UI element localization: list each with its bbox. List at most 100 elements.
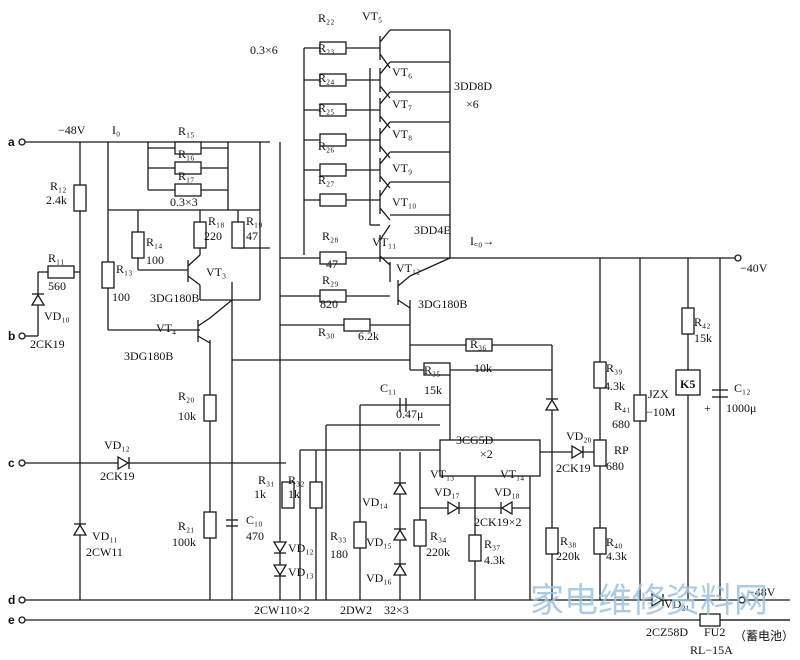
- label-capacitors-c11: C₁₁: [380, 381, 396, 395]
- terminal-a: a: [8, 135, 15, 149]
- diode-vd12: [272, 541, 288, 554]
- terminal-c: c: [8, 456, 15, 470]
- resistor-r16: [174, 161, 202, 175]
- label-resistors-r15: R₁₅: [178, 124, 194, 138]
- schematic-line: [379, 145, 391, 159]
- resistor-r24: [319, 103, 347, 117]
- resistor-r30: [343, 318, 371, 332]
- resistor-r22: [319, 41, 347, 55]
- label-transistors-vt4t: 3DG180B: [124, 349, 173, 363]
- input-current-label: I₀: [112, 123, 120, 137]
- label-resistors-r29v: 820: [320, 297, 338, 311]
- label-resistors-r31: R₃₁: [258, 473, 274, 487]
- watermark: 家电维修资料网: [530, 581, 768, 621]
- label-resistors-rp: RP: [614, 443, 629, 457]
- label-resistors-r42v: 15k: [694, 331, 712, 345]
- label-resistors-r11: R₁₁: [48, 251, 64, 265]
- label-resistors-r36v: 10k: [474, 361, 492, 375]
- wiring: [18, 29, 790, 624]
- resistor-r42: [681, 307, 695, 335]
- resistor-r28: [319, 251, 347, 265]
- schematic-circle: [18, 332, 26, 340]
- label-resistors-r30: R₃₀: [318, 325, 334, 339]
- label-capacitors-c11v: 0.47μ: [396, 407, 423, 421]
- label-resistors-r35v: 15k: [424, 383, 442, 397]
- schematic-line: [409, 257, 451, 277]
- resistor-r39: [593, 361, 607, 389]
- label-resistors-r21v: 100k: [172, 535, 196, 549]
- label-resistors-r33: R₃₃: [330, 529, 346, 543]
- resistor-r-rp: [593, 439, 607, 467]
- output-voltage-label: −40V: [740, 261, 768, 275]
- schematic-line: [397, 299, 411, 309]
- label-resistors-r18: R₁₈: [208, 214, 224, 228]
- label-diodes-vd1416t: 2DW2 32×3: [340, 603, 409, 617]
- schematic-circle: [738, 596, 746, 604]
- label-diodes-vd11: VD₁₁: [92, 529, 118, 543]
- label-transistors-vt12t: 3DG180B: [418, 297, 467, 311]
- label-diodes-vd18: VD₁₈: [494, 485, 520, 499]
- label-others-k5: K5: [680, 377, 695, 391]
- label-diodes-vd11t: 2CW11: [86, 545, 123, 559]
- label-diodes-vd17: VD₁₇: [434, 485, 460, 499]
- capacitors: [226, 389, 728, 527]
- label-diodes-vd12: VD₁₂: [288, 541, 314, 555]
- label-resistors-r11v: 560: [48, 279, 66, 293]
- schematic-line: [197, 335, 211, 344]
- diode-vd16: [392, 563, 408, 576]
- label-resistors-r19: R₁₉: [246, 214, 262, 228]
- label-transistors-vt4: VT₄: [156, 321, 176, 335]
- label-diodes-vd21t: 2CZ58D: [646, 625, 688, 639]
- schematic-circle: [734, 254, 742, 262]
- diode-vd21: [651, 592, 664, 608]
- label-resistors-r26: R₂₆: [318, 139, 334, 153]
- resistor-r12: [73, 184, 87, 212]
- resistor-r20: [203, 394, 217, 422]
- relay-fuse: [675, 369, 790, 627]
- label-resistors-r12: R₁₂: [50, 179, 66, 193]
- schematic-circle: [18, 616, 26, 624]
- label-diodes-vd20t: 2CK19: [556, 461, 591, 475]
- resistor-r18: [193, 221, 207, 249]
- label-resistors-r38: R₃₈: [560, 534, 576, 548]
- battery-note-label: （蓄电池）: [734, 629, 794, 643]
- schematic-line: [379, 207, 391, 221]
- resistor-r26: [319, 163, 347, 177]
- label-resistors-r36: R₃₆: [470, 337, 486, 351]
- label-others-jzxv: −10M: [646, 405, 676, 419]
- label-resistors-r42: R₄₂: [694, 315, 710, 329]
- transistors: [187, 29, 541, 477]
- schematic-line: [187, 275, 201, 286]
- label-resistors-r20: R₂₀: [178, 389, 194, 403]
- schematic-line: [197, 317, 211, 327]
- label-resistors-r30v: 6.2k: [358, 329, 379, 343]
- label-transistors-vt13: VT₁₃: [430, 467, 454, 481]
- resistor-r40: [593, 527, 607, 555]
- schematic-line: [209, 299, 233, 319]
- label-resistors-r19v: 47: [246, 229, 258, 243]
- diode-vd11: [72, 523, 88, 536]
- label-transistors-vt1314t: 3CG5D: [456, 433, 494, 447]
- label-transistors-vt7: VT₇: [392, 97, 412, 111]
- label-resistors-r32: R₃₂: [288, 473, 304, 487]
- label-resistors-r38v: 220k: [556, 549, 580, 563]
- resistor-r11: [47, 265, 75, 279]
- resistor-r29: [319, 289, 347, 303]
- label-transistors-vt3t: 3DG180B: [150, 291, 199, 305]
- resistor-r34: [413, 519, 427, 547]
- input-voltage-label: −48V: [58, 123, 86, 137]
- label-resistors-r31v: 1k: [254, 487, 266, 501]
- schematic-line: [379, 175, 391, 189]
- resistor-r31: [281, 481, 295, 509]
- schematic-text: +: [704, 401, 711, 415]
- label-capacitors-c12v: 1000μ: [726, 401, 756, 415]
- terminal-d: d: [8, 593, 15, 607]
- label-resistors-r23: R₂₃: [318, 41, 334, 55]
- label-resistors-r16: R₁₆: [178, 147, 194, 161]
- label-resistors-rpv: 680: [606, 459, 624, 473]
- schematic-line: [379, 53, 391, 69]
- label-resistors-r12v: 2.4k: [46, 193, 67, 207]
- label-resistors-r18v: 220: [204, 229, 222, 243]
- label-diodes-vd1213t: 2CW110×2: [254, 603, 310, 617]
- schematic-line: [379, 224, 391, 241]
